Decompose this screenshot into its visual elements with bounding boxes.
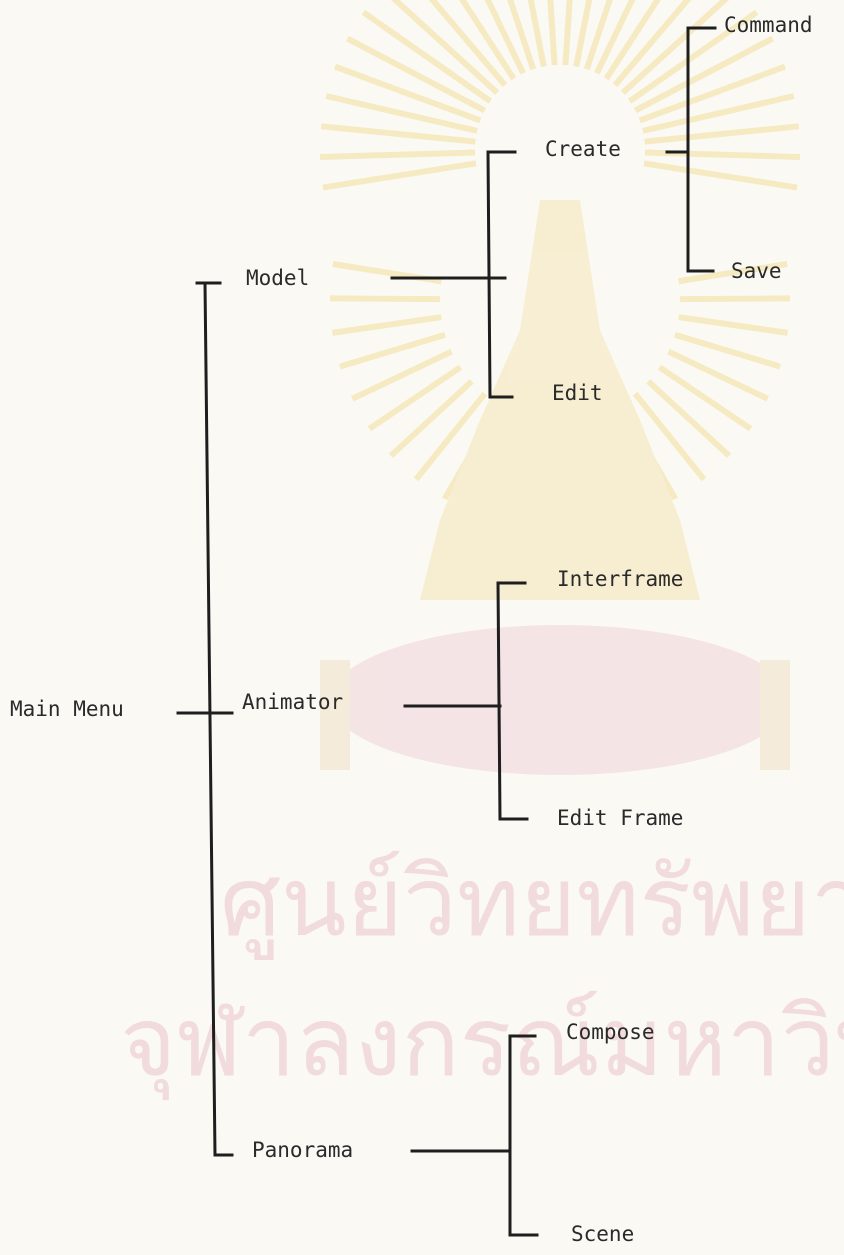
seal-ray [383, 0, 498, 93]
seal-ray [565, 0, 575, 65]
seal-ray [648, 381, 729, 456]
seal-ray [645, 126, 799, 141]
seal-ray [391, 381, 472, 456]
node-main-menu: Main Menu [10, 697, 124, 721]
seal-ray [659, 367, 750, 429]
seal-ray [679, 317, 788, 333]
node-create: Create [545, 137, 621, 161]
node-edit: Edit [552, 381, 603, 405]
seal-ray [545, 0, 555, 65]
seal-ray [369, 367, 460, 429]
node-save: Save [731, 259, 782, 283]
node-compose: Compose [566, 1020, 655, 1044]
node-model: Model [246, 266, 309, 290]
seal-ray [680, 298, 790, 299]
node-animator: Animator [242, 690, 343, 714]
seal-ray [321, 126, 475, 141]
watermark-line-1: ศูนย์วิทยทรัพยากร [220, 846, 844, 960]
seal-ray [323, 163, 476, 187]
seal-ray [644, 163, 797, 187]
node-scene: Scene [571, 1222, 634, 1246]
seal-ray [320, 152, 475, 157]
seal-ray [623, 0, 738, 93]
node-command: Command [724, 13, 813, 37]
watermark-text: ศูนย์วิทยทรัพยากร จุฬาลงกรณ์มหาวิทยาลัย [120, 846, 844, 1101]
seal-ray [332, 317, 441, 333]
seal-ray [330, 298, 440, 299]
node-interframe: Interframe [557, 567, 683, 591]
node-edit-frame: Edit Frame [557, 806, 683, 830]
watermark-line-2: จุฬาลงกรณ์มหาวิทยาลัย [120, 986, 844, 1101]
node-panorama: Panorama [252, 1138, 353, 1162]
